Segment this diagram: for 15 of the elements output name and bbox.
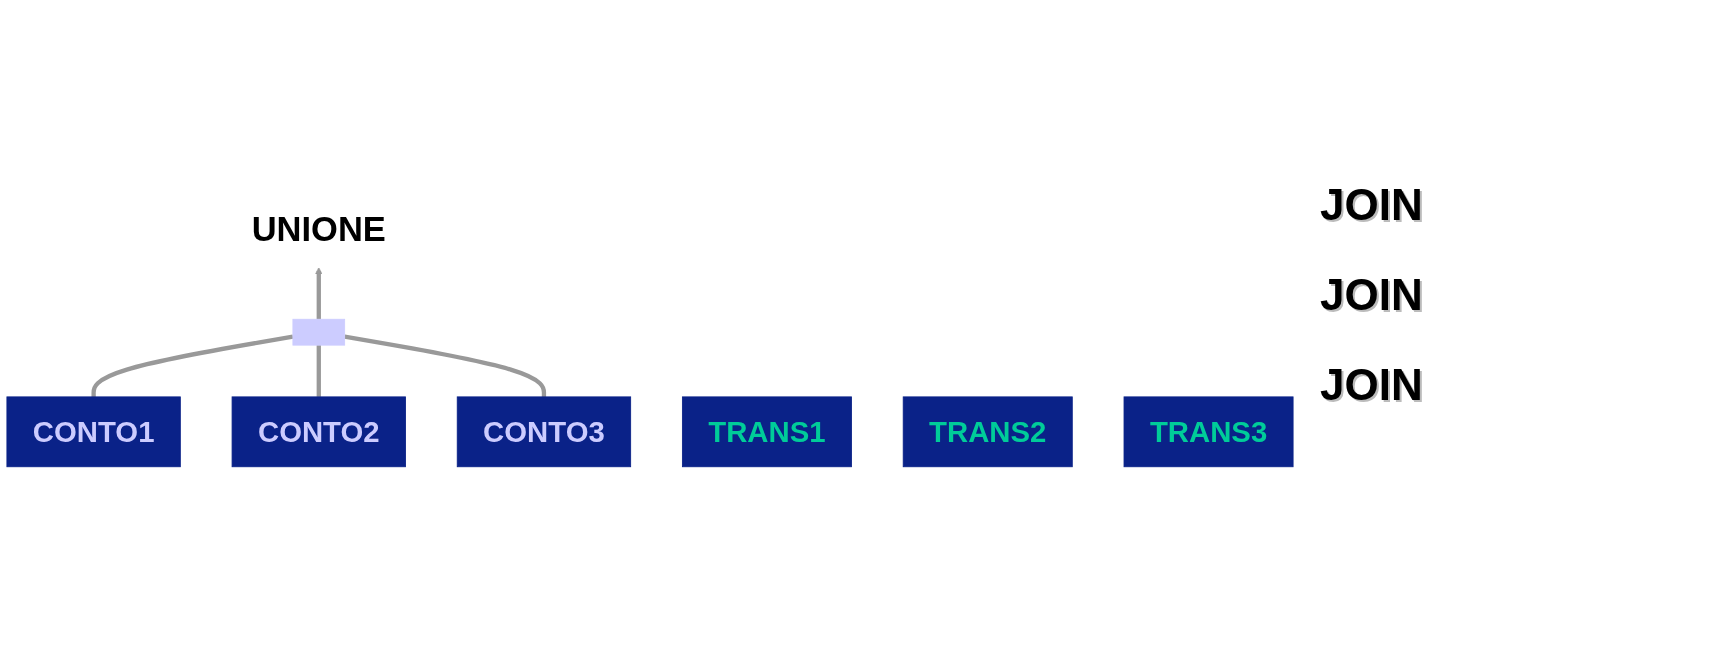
join-label: JOIN <box>1320 180 1423 230</box>
node-box: CONTO1 <box>6 396 181 468</box>
connector <box>316 345 321 398</box>
node-box: CONTO2 <box>231 396 406 468</box>
node-box: TRANS2 <box>902 396 1073 468</box>
node-bar <box>292 319 346 346</box>
node-box: CONTO3 <box>456 396 632 468</box>
node-box: TRANS3 <box>1123 396 1294 468</box>
node-box: TRANS1 <box>681 396 852 468</box>
join-label: JOIN <box>1320 270 1423 320</box>
connector <box>344 334 547 398</box>
node-text: UNIONE <box>251 209 386 248</box>
join-label: JOIN <box>1320 360 1423 410</box>
arrow <box>315 267 323 320</box>
connector <box>91 334 294 398</box>
